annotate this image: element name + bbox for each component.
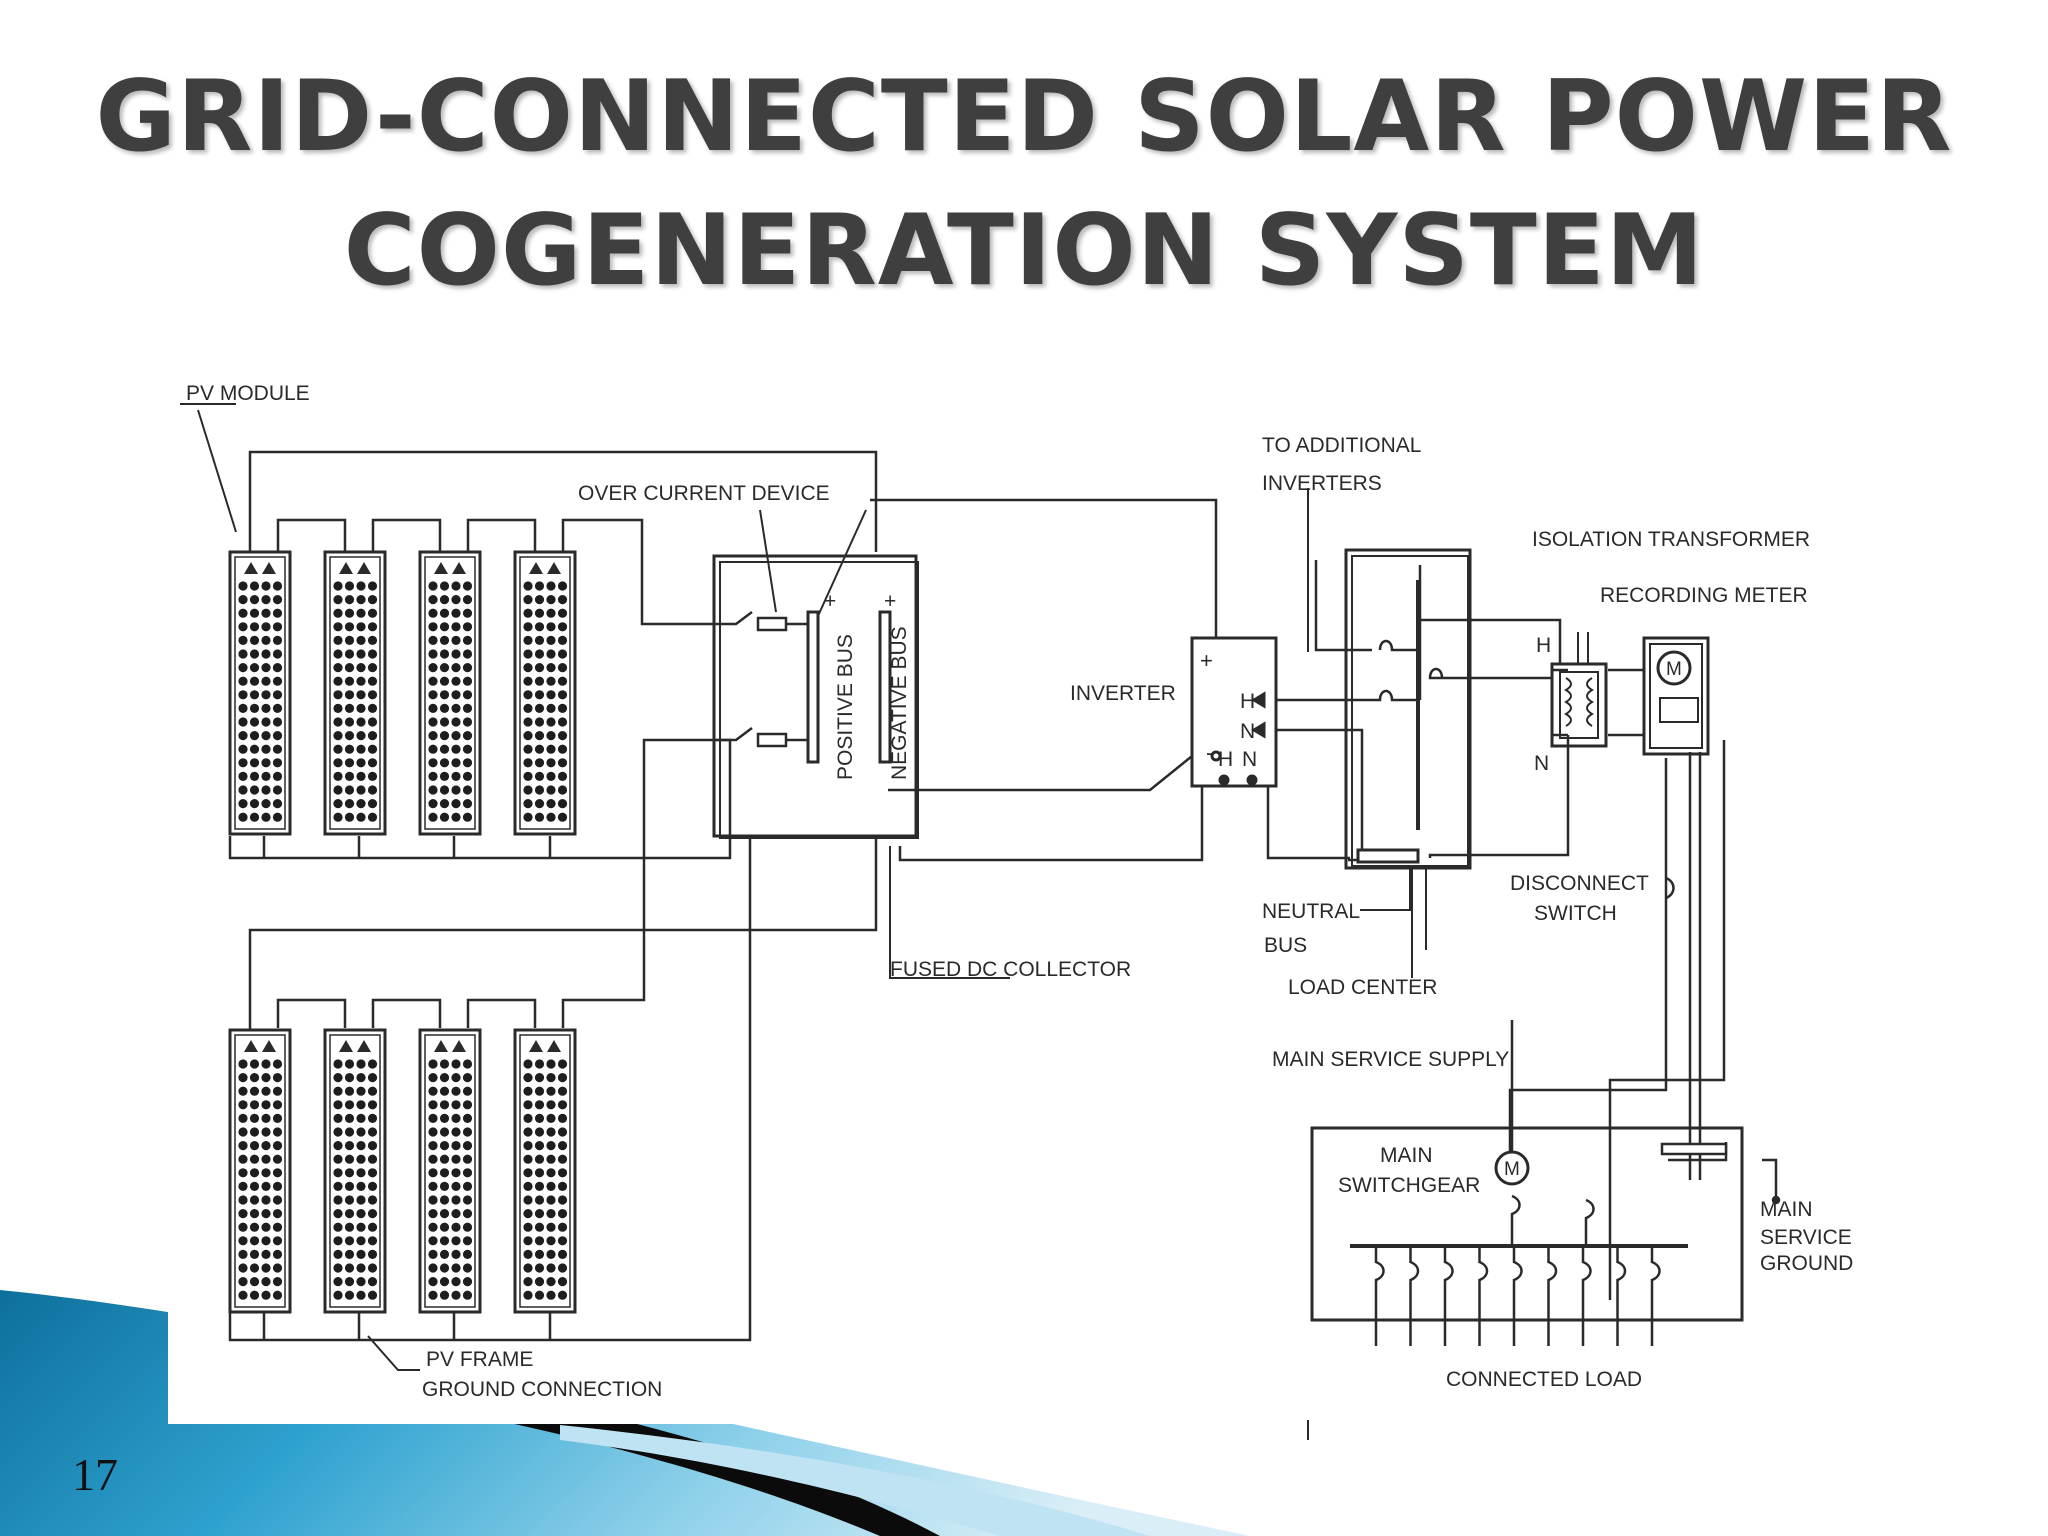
pv-array-bottom xyxy=(228,1028,577,1314)
label-main-service-ground-1: MAIN xyxy=(1760,1198,1813,1221)
pv-array-top xyxy=(228,550,577,836)
pv-module-panel xyxy=(513,550,577,836)
main-service-ground-symbol xyxy=(1771,1172,1781,1205)
connected-load-circuits xyxy=(1374,1246,1661,1346)
meter-m-symbol: M xyxy=(1666,659,1682,680)
label-positive-bus: POSITIVE BUS xyxy=(834,634,857,780)
leader-lines xyxy=(180,403,1513,1440)
label-main-switchgear-1: MAIN xyxy=(1380,1144,1433,1167)
label-recording-meter: RECORDING METER xyxy=(1600,584,1808,607)
inverter-n-out: N xyxy=(1240,720,1255,743)
isolation-transformer xyxy=(1550,632,1608,748)
load-breaker xyxy=(1616,1246,1627,1346)
load-breaker xyxy=(1512,1246,1523,1346)
label-neutral-bus-2: BUS xyxy=(1264,934,1307,957)
inverter-h-out: H xyxy=(1240,690,1255,713)
load-breaker xyxy=(1547,1246,1558,1346)
label-negative-bus: NEGATIVE BUS xyxy=(888,626,911,780)
load-breaker xyxy=(1443,1246,1454,1346)
pv-module-panel xyxy=(323,1028,387,1314)
recording-meter xyxy=(1642,636,1710,756)
main-switchgear-box xyxy=(1310,1126,1744,1322)
label-pv-frame-2: GROUND CONNECTION xyxy=(422,1378,662,1401)
pv-module-panel xyxy=(418,1028,482,1314)
slide-number: 17 xyxy=(72,1449,118,1500)
pv-module-panel xyxy=(418,550,482,836)
label-main-switchgear-2: SWITCHGEAR xyxy=(1338,1174,1480,1197)
label-isolation-transformer: ISOLATION TRANSFORMER xyxy=(1532,528,1810,551)
pv-module-panel xyxy=(323,550,387,836)
label-disconnect-switch-1: DISCONNECT xyxy=(1510,872,1649,895)
pv-module-panel xyxy=(228,1028,292,1314)
label-main-service-supply: MAIN SERVICE SUPPLY xyxy=(1272,1048,1509,1071)
label-fused-dc-collector: FUSED DC COLLECTOR xyxy=(890,958,1131,981)
pv-module-panel xyxy=(228,550,292,836)
inverter-h-bottom: H xyxy=(1218,748,1233,771)
label-pv-frame-1: PV FRAME xyxy=(426,1348,533,1371)
label-neutral-bus-1: NEUTRAL xyxy=(1262,900,1360,923)
transformer-h-terminal: H xyxy=(1536,634,1551,657)
inverter-n-bottom: N xyxy=(1242,748,1257,771)
label-load-center: LOAD CENTER xyxy=(1288,976,1437,999)
inverter-box xyxy=(1190,636,1278,788)
fused-dc-collector-box xyxy=(712,509,919,839)
label-connected-load: CONNECTED LOAD xyxy=(1446,1368,1642,1391)
label-inverter: INVERTER xyxy=(1070,682,1176,705)
label-to-additional-inverters-2: INVERTERS xyxy=(1262,472,1382,495)
transformer-n-terminal: N xyxy=(1534,752,1549,775)
label-to-additional-inverters-1: TO ADDITIONAL xyxy=(1262,434,1421,457)
negative-bus-plus: + xyxy=(884,590,896,613)
label-over-current-device: OVER CURRENT DEVICE xyxy=(578,482,830,505)
load-breaker xyxy=(1581,1246,1592,1346)
disconnect-switch-symbol xyxy=(1665,876,1675,900)
load-breaker xyxy=(1478,1246,1489,1346)
title-line-1: GRID-CONNECTED SOLAR POWER xyxy=(95,60,1953,174)
positive-bus-plus: + xyxy=(824,590,836,613)
switchgear-meter-m-symbol: M xyxy=(1504,1159,1520,1180)
label-main-service-ground-3: GROUND xyxy=(1760,1252,1853,1275)
inverter-minus-terminal: - xyxy=(1206,740,1213,765)
title-line-2: COGENERATION SYSTEM xyxy=(343,194,1705,308)
label-disconnect-switch-2: SWITCH xyxy=(1534,902,1617,925)
load-center xyxy=(1344,548,1472,870)
label-main-service-ground-2: SERVICE xyxy=(1760,1226,1852,1249)
label-pv-module: PV MODULE xyxy=(186,382,310,405)
slide-title: GRID-CONNECTED SOLAR POWER COGENERATION … xyxy=(0,50,2048,318)
load-breaker xyxy=(1409,1246,1420,1346)
load-breaker xyxy=(1374,1246,1385,1346)
pv-module-panel xyxy=(513,1028,577,1314)
inverter-plus-terminal: + xyxy=(1200,648,1213,673)
load-breaker xyxy=(1650,1246,1661,1346)
